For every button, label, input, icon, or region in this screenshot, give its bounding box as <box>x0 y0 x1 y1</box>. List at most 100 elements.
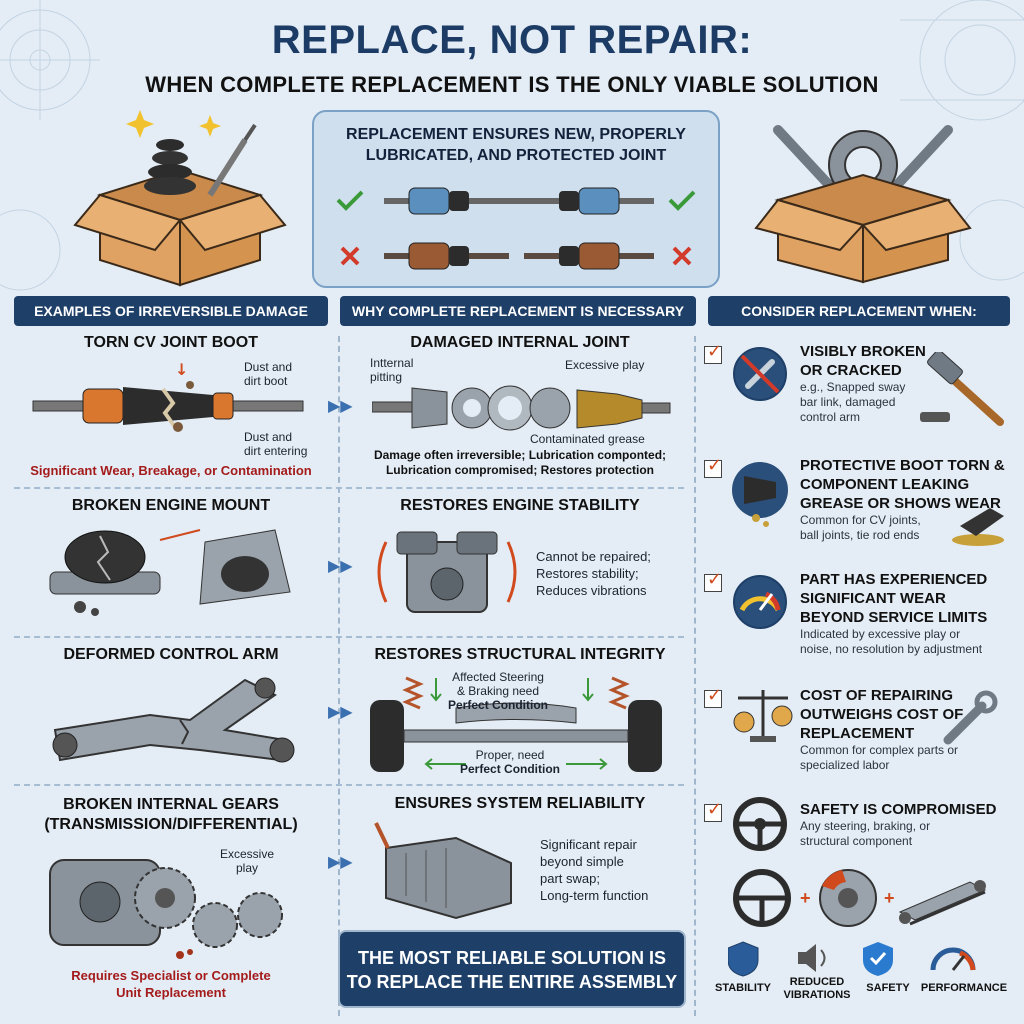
leaking-joint-icon <box>952 508 1004 546</box>
label-line: pitting <box>370 370 403 384</box>
gear-icon <box>192 902 238 948</box>
no-repair-icon <box>733 347 787 401</box>
spring-icon <box>402 676 424 710</box>
section-divider <box>14 784 684 786</box>
criteria-heading-line: PART HAS EXPERIENCED <box>800 571 988 588</box>
benefit-performance-label: PERFORMANCE <box>920 982 1008 994</box>
cv-label-dirt-entering: Dust and dirt entering <box>244 430 307 458</box>
note-line: Lubrication compromised; Restores protec… <box>385 463 655 477</box>
benefit-reduced-vibrations-label: REDUCED VIBRATIONS <box>782 976 852 1002</box>
label-line: dirt boot <box>244 374 288 388</box>
internal-joint-illustration <box>372 385 671 431</box>
section-divider <box>14 636 684 638</box>
arrow-right-icon: ▶▶ <box>328 396 353 415</box>
criteria-heading-line: COST OF REPAIRING <box>800 687 954 704</box>
label-line: VIBRATIONS <box>783 989 851 1001</box>
column-divider <box>338 336 340 1016</box>
criteria-detail-line: specialized labor <box>800 758 890 772</box>
screwdriver-icon <box>207 123 257 197</box>
criteria-detail-line: structural component <box>800 834 913 848</box>
label-line: dirt entering <box>244 444 308 458</box>
chassis-frame-icon <box>898 880 987 926</box>
gears-caption: Requires Specialist or Complete Unit Rep… <box>14 967 328 1001</box>
joint-label-pitting: Intternal pitting <box>370 356 413 384</box>
label-line: Excessive <box>220 847 275 861</box>
criteria-detail-line: noise, no resolution by adjustment <box>800 642 983 656</box>
caption-line: Unit Replacement <box>116 985 226 1000</box>
cv-label-dirt-boot: Dust and dirt boot <box>244 360 292 388</box>
check-icon <box>336 190 364 211</box>
checkmark-icon: ✓ <box>707 341 723 362</box>
criteria-detail-line: e.g., Snapped sway <box>800 380 906 394</box>
new-part-box-illustration <box>73 110 287 287</box>
hammer-icon <box>920 352 1004 426</box>
criteria-heading-line: OUTWEIGHS COST OF <box>800 706 964 723</box>
label-line: Perfect Condition <box>460 762 561 776</box>
criteria-heading-line: SIGNIFICANT WEAR <box>800 590 946 607</box>
cv-caption: Significant Wear, Breakage, or Contamina… <box>30 463 312 478</box>
checkmark-icon: ✓ <box>707 455 723 476</box>
gears-heading-line1: BROKEN INTERNAL GEARS <box>63 796 279 813</box>
structural-label-bottom: Proper, need Perfect Condition <box>460 748 560 776</box>
checkmark-icon: ✓ <box>707 799 723 820</box>
criteria-checkbox: ✓ <box>704 799 722 822</box>
label-line: REDUCED <box>789 976 845 988</box>
caption-line: Requires Specialist or Complete <box>71 968 271 983</box>
criteria-detail-line: Indicated by excessive play or <box>800 627 961 641</box>
criteria-detail-line: Common for CV joints, <box>800 513 921 527</box>
criteria-heading-line: OR CRACKED <box>800 362 902 379</box>
ribbon-irreversible-damage: EXAMPLES OF IRREVERSIBLE DAMAGE <box>14 296 328 326</box>
structural-integrity-heading: RESTORES STRUCTURAL INTEGRITY <box>374 646 666 663</box>
arrow-right-icon: ▶▶ <box>328 852 353 871</box>
criteria-checkbox: ✓ <box>704 569 722 592</box>
column-divider <box>694 336 696 1016</box>
page-title: REPLACE, NOT REPAIR: <box>271 18 753 62</box>
label-line: & Braking need <box>456 684 540 698</box>
control-arm-heading: DEFORMED CONTROL ARM <box>63 646 279 663</box>
deformed-control-arm-illustration <box>52 677 295 763</box>
criteria-checkbox: ✓ <box>704 341 722 364</box>
gears-heading: BROKEN INTERNAL GEARS (TRANSMISSION/DIFF… <box>14 795 328 835</box>
checkmark-icon: ✓ <box>707 569 723 590</box>
text-line: Reduces vibrations <box>536 583 647 598</box>
criteria-heading-line: GREASE OR SHOWS WEAR <box>800 495 1001 512</box>
damaged-axle-illustration <box>384 242 654 270</box>
criteria-detail-line: bar link, damaged <box>800 395 896 409</box>
arrow-right-icon: ▶▶ <box>328 556 353 575</box>
gears-heading-line2: (TRANSMISSION/DIFFERENTIAL) <box>44 816 298 833</box>
benefit-stability-label: STABILITY <box>714 982 771 994</box>
steering-wheel-icon <box>733 869 791 927</box>
torn-cv-boot-illustration <box>32 381 304 432</box>
text-line: Significant repair <box>540 837 637 852</box>
broken-gears-illustration <box>49 859 283 959</box>
text-line: Long-term function <box>540 888 649 903</box>
broken-engine-mount-illustration <box>49 529 291 616</box>
joint-note: Damage often irreversible; Lubrication c… <box>350 448 690 478</box>
gear-icon <box>134 867 196 929</box>
label-line: Affected Steering <box>452 670 544 684</box>
section-divider <box>14 487 684 489</box>
engine-illustration <box>377 531 517 613</box>
gear-icon <box>237 892 283 938</box>
spring-icon <box>608 676 630 710</box>
engine-stability-heading: RESTORES ENGINE STABILITY <box>400 497 640 514</box>
speedometer-icon <box>930 947 976 971</box>
checkmark-icon: ✓ <box>707 685 723 706</box>
criteria-heading-line: VISIBLY BROKEN <box>800 343 926 360</box>
arrow-down-icon: ↓ <box>175 360 189 379</box>
system-reliability-heading: ENSURES SYSTEM RELIABILITY <box>394 795 646 812</box>
parts-box-illustration <box>754 125 972 284</box>
criteria-heading-line: COMPONENT LEAKING <box>800 476 970 493</box>
criteria-detail-line: control arm <box>800 410 861 424</box>
criteria-checkbox: ✓ <box>704 455 722 478</box>
ribbon-consider-replacement: CONSIDER REPLACEMENT WHEN: <box>708 296 1010 326</box>
label-line: Dust and <box>244 360 293 374</box>
ribbon-why-replacement: WHY COMPLETE REPLACEMENT IS NECESSARY <box>340 296 696 326</box>
criteria-checkbox: ✓ <box>704 685 722 708</box>
svg-text:+: + <box>800 888 811 908</box>
criteria-detail-line: Common for complex parts or <box>800 743 959 757</box>
